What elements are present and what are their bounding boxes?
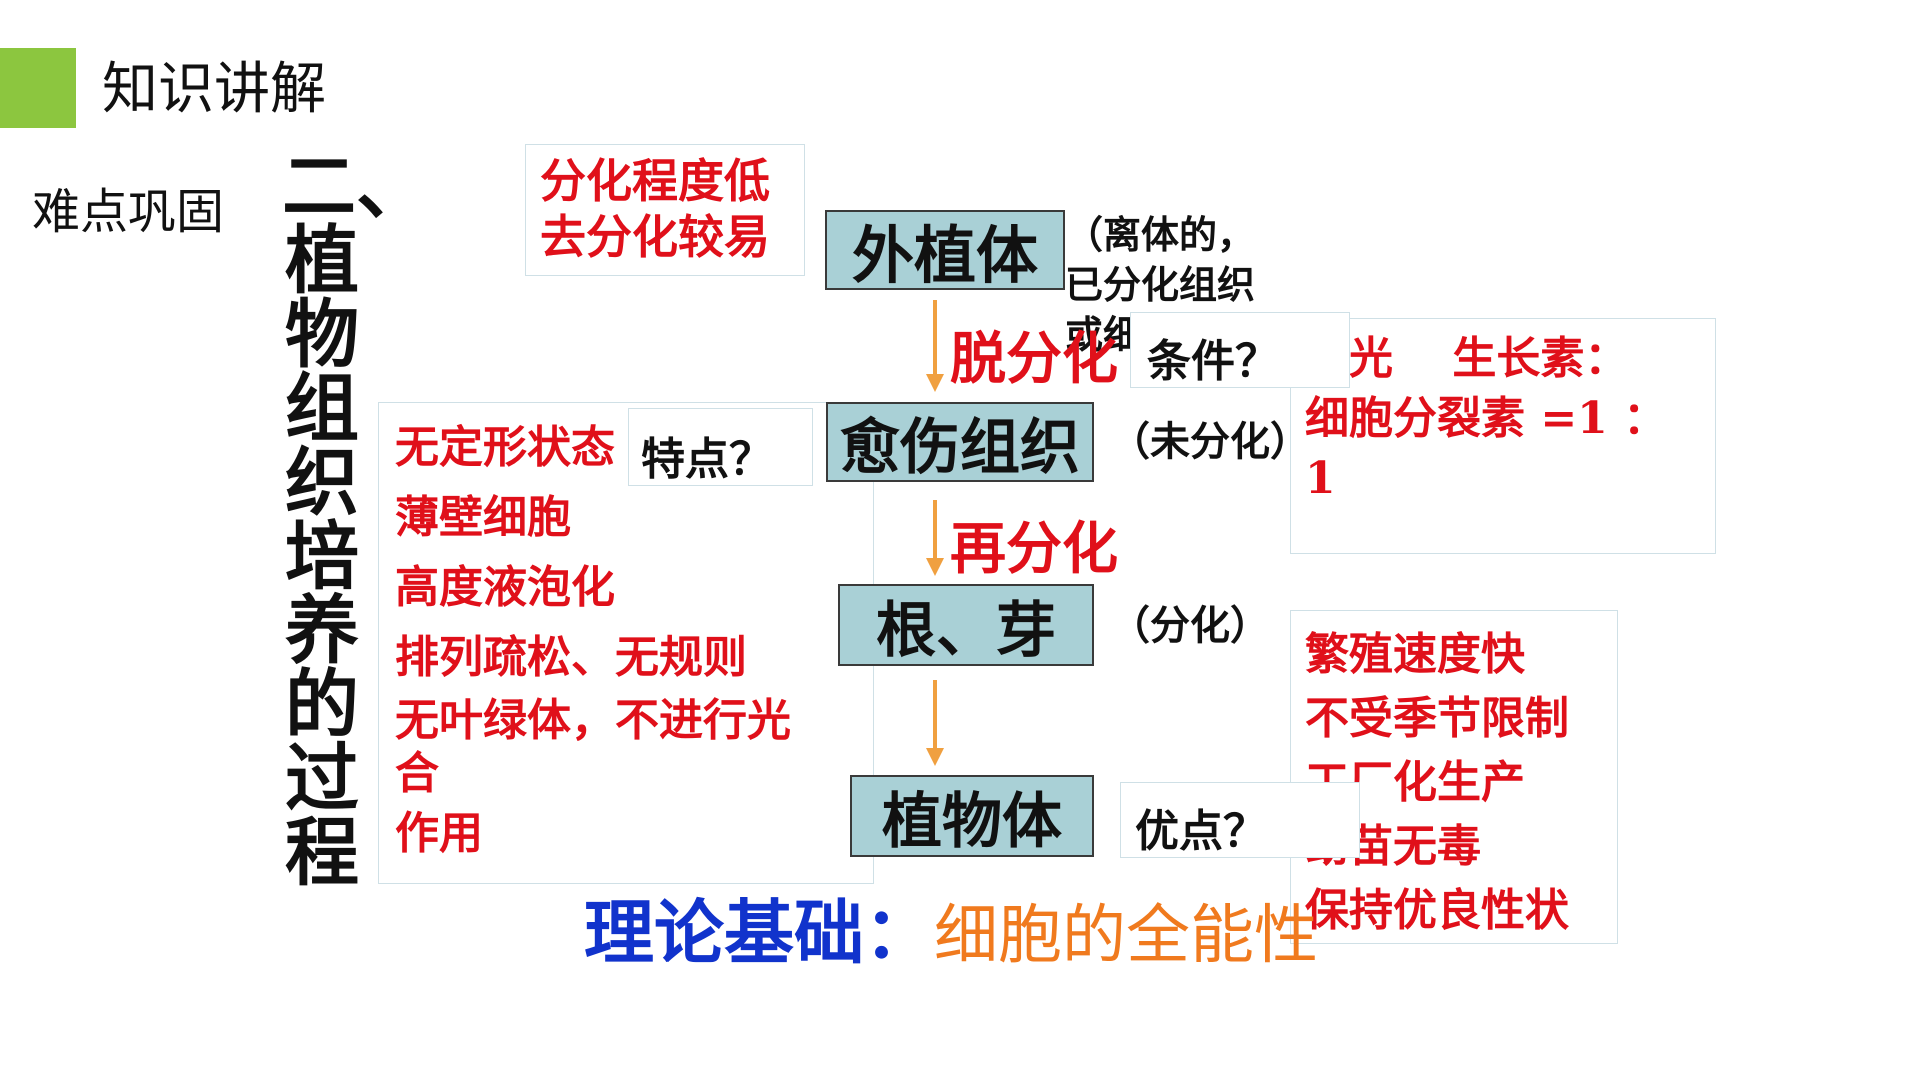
advantage-line: 保持优良性状 (1305, 885, 1569, 936)
plant-label: 植物体 (882, 786, 1062, 857)
explant-note-line: （离体的， (1065, 213, 1256, 257)
conditions-question: 条件？ (1130, 312, 1350, 388)
accent-block (0, 48, 76, 128)
explant-label: 外植体 (851, 219, 1038, 292)
traits-question: 特点？ (628, 408, 813, 486)
arrow-dediff-head (926, 374, 944, 392)
trait-line: 合 (395, 748, 439, 799)
explant-node: 外植体 (825, 210, 1065, 292)
explant-trait-line: 分化程度低 (540, 154, 770, 208)
explant-note-line: 已分化组织 (1065, 263, 1256, 307)
arrow-rediff-head (926, 558, 944, 576)
theory-label: 理论基础： (584, 892, 934, 974)
plant-node: 植物体 (850, 775, 1094, 857)
section-label: 难点巩固 (32, 184, 225, 240)
explant-trait-line: 去分化较易 (540, 210, 770, 264)
root-bud-node: 根、芽 (838, 584, 1094, 666)
dedifferentiation-label: 脱分化 (950, 327, 1118, 392)
advantage-line: 不受季节限制 (1305, 693, 1569, 744)
trait-line: 薄壁细胞 (395, 492, 571, 543)
trait-line: 作用 (395, 808, 483, 859)
callus-note: （未分化） (1110, 419, 1310, 465)
advantages-question: 优点？ (1120, 782, 1360, 858)
trait-line: 高度液泡化 (395, 562, 615, 613)
advantage-line: 繁殖速度快 (1305, 629, 1525, 680)
callus-node: 愈伤组织 (826, 402, 1094, 483)
condition-line: 无光 生长素： (1305, 333, 1629, 384)
page-title: 知识讲解 (102, 57, 326, 122)
root-bud-note: （分化） (1110, 603, 1270, 649)
redifferentiation-label: 再分化 (950, 517, 1118, 582)
theory-basis: 理论基础：细胞的全能性 (584, 888, 1318, 997)
trait-line: 无叶绿体，不进行光 (395, 695, 791, 746)
condition-line: 细胞分裂素 =1 ： (1305, 393, 1668, 444)
advantages-box: 繁殖速度快 不受季节限制 工厂化生产 幼苗无毒 保持优良性状 (1290, 610, 1618, 944)
callus-label: 愈伤组织 (840, 412, 1080, 483)
arrow-regen-head (926, 748, 944, 766)
condition-line: 1 (1305, 453, 1336, 504)
trait-line: 排列疏松、无规则 (395, 632, 747, 683)
theory-value: 细胞的全能性 (934, 899, 1318, 973)
root-bud-label: 根、芽 (876, 595, 1056, 666)
conditions-box: 无光 生长素： 细胞分裂素 =1 ： 1 (1290, 318, 1716, 554)
explant-trait-box: 分化程度低 去分化较易 (525, 144, 805, 276)
trait-line: 无定形状态 (395, 422, 615, 473)
